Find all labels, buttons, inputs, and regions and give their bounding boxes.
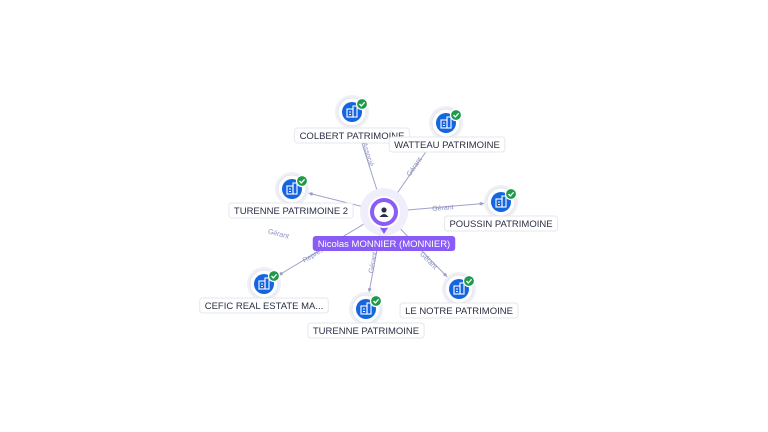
node-label-lenotre: LE NOTRE PATRIMOINE <box>399 302 519 319</box>
verified-badge <box>504 187 518 201</box>
verified-badge <box>462 274 476 288</box>
check-icon <box>508 191 515 197</box>
node-label-text: WATTEAU PATRIMOINE <box>394 140 500 151</box>
company-node-lenotre[interactable]: LE NOTRE PATRIMOINE <box>399 272 519 319</box>
building-icon <box>440 116 452 129</box>
edge-arrow-cefic <box>279 272 283 276</box>
person-icon <box>379 207 389 217</box>
edge-label-colbert: Associé <box>360 142 374 168</box>
company-node-poussin[interactable]: POUSSIN PATRIMOINE <box>443 185 559 232</box>
building-icon <box>258 277 270 290</box>
company-node-turenne2[interactable]: TURENNE PATRIMOINE 2 <box>228 172 354 219</box>
node-label-text: LE NOTRE PATRIMOINE <box>405 306 513 317</box>
node-label-poussin: POUSSIN PATRIMOINE <box>443 215 559 232</box>
node-label-text: TURENNE PATRIMOINE 2 <box>234 206 348 217</box>
check-icon <box>299 178 306 184</box>
node-label-text: POUSSIN PATRIMOINE <box>449 219 552 230</box>
edge-arrow-turenne2 <box>309 192 314 196</box>
edge-label-lenotre: Gérant <box>418 251 438 271</box>
node-label-turenne: TURENNE PATRIMOINE <box>307 322 425 339</box>
check-icon <box>373 298 380 304</box>
edge-arrow-lenotre <box>443 273 447 277</box>
edge-label-watteau: Gérant <box>406 156 424 178</box>
center-label-text: Nicolas MONNIER (MONNIER) <box>318 239 450 250</box>
building-icon <box>346 105 358 118</box>
verified-badge <box>369 294 383 308</box>
company-node-turenne[interactable]: TURENNE PATRIMOINE <box>307 292 425 339</box>
center-label: Nicolas MONNIER (MONNIER) <box>312 236 456 251</box>
check-icon <box>271 273 278 279</box>
check-icon <box>466 278 473 284</box>
node-label-text: COLBERT PATRIMOINE <box>300 131 405 142</box>
node-label-text: TURENNE PATRIMOINE <box>313 326 419 337</box>
node-label-colbert: COLBERT PATRIMOINE <box>294 127 410 144</box>
center-node[interactable]: Nicolas MONNIER (MONNIER) <box>312 188 456 251</box>
node-label-watteau: WATTEAU PATRIMOINE <box>388 136 506 153</box>
edge-label-turenne: Gérant <box>368 252 379 274</box>
building-icon <box>286 182 298 195</box>
edge-label-turenne2: Gérant <box>267 229 290 241</box>
verified-badge <box>267 269 281 283</box>
verified-badge <box>355 97 369 111</box>
building-icon <box>453 282 465 295</box>
company-node-colbert[interactable]: COLBERT PATRIMOINE <box>294 95 410 144</box>
edge-arrow-turenne <box>368 287 372 291</box>
verified-badge <box>449 108 463 122</box>
node-label-text: CEFIC REAL ESTATE MA... <box>205 301 324 312</box>
building-icon <box>495 195 507 208</box>
node-label-cefic: CEFIC REAL ESTATE MA... <box>199 297 329 314</box>
edge-arrow-poussin <box>479 202 483 206</box>
check-icon <box>359 101 366 107</box>
building-icon <box>360 302 372 315</box>
edge-label-poussin: Gérant <box>432 204 454 213</box>
company-node-cefic[interactable]: CEFIC REAL ESTATE MA... <box>199 267 329 314</box>
check-icon <box>453 112 460 118</box>
company-node-watteau[interactable]: WATTEAU PATRIMOINE <box>388 106 506 153</box>
verified-badge <box>295 174 309 188</box>
node-label-turenne2: TURENNE PATRIMOINE 2 <box>228 202 354 219</box>
